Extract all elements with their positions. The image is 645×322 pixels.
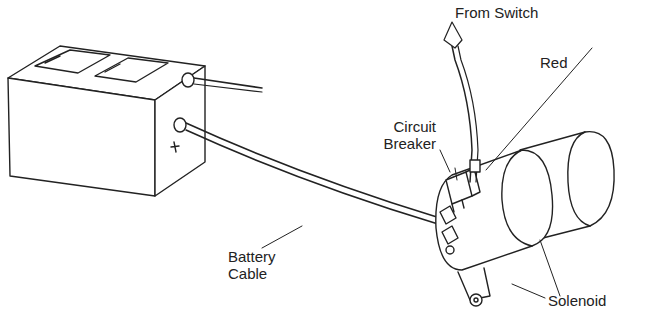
- part-label: Circuit Breaker: [362, 118, 436, 152]
- red-wire: [452, 46, 480, 182]
- direction-arrow: [444, 22, 462, 48]
- switch-cable: [194, 78, 262, 88]
- part-label: Solenoid: [548, 292, 638, 309]
- part-label: Battery Cable: [228, 248, 292, 282]
- part-label: From Switch: [455, 4, 575, 21]
- starter-solenoid: [436, 132, 614, 306]
- circuit-breaker: [446, 168, 480, 212]
- part-label: Red: [540, 54, 590, 71]
- leader-lines: [262, 48, 592, 298]
- battery: [8, 46, 205, 196]
